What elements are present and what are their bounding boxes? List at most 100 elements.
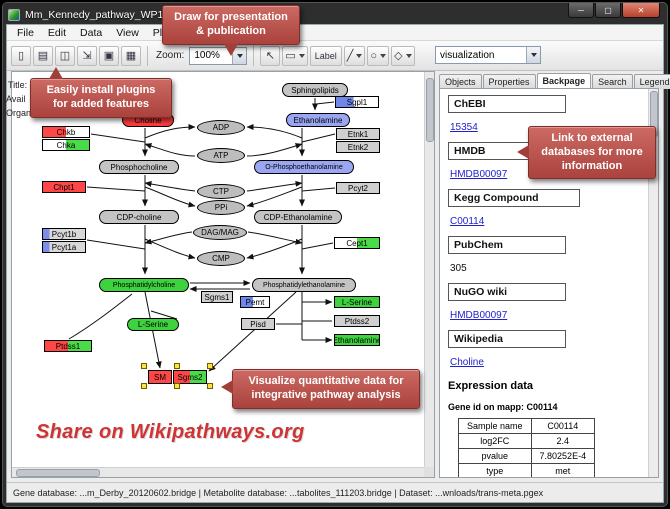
node-phosphatidylethanolamine[interactable]: Phosphatidylethanolamine — [252, 278, 356, 292]
node-pisd[interactable]: Pisd — [241, 318, 275, 330]
menu-data[interactable]: Data — [80, 26, 103, 39]
backpage-value-hmdb[interactable]: HMDB00097 — [450, 169, 508, 180]
node-l-serine[interactable]: L-Serine — [127, 318, 179, 331]
node-ethanolamine[interactable]: Ethanolamine — [286, 113, 350, 127]
node-sm[interactable]: SM — [148, 370, 172, 384]
tab-objects[interactable]: Objects — [439, 74, 482, 89]
node-chka[interactable]: Chka — [42, 139, 90, 151]
node-cept1[interactable]: Cept1 — [334, 237, 380, 249]
scrollbar-thumb[interactable] — [16, 469, 100, 477]
backpage-header-kegg-compound: Kegg Compound — [448, 189, 580, 207]
node-atp[interactable]: ATP — [197, 148, 245, 163]
tab-legend[interactable]: Legend — [633, 74, 670, 89]
tab-search[interactable]: Search — [592, 74, 633, 89]
node-pcyt2[interactable]: Pcyt2 — [336, 182, 380, 194]
node-etnk2[interactable]: Etnk2 — [336, 141, 380, 153]
backpage-header-nugo-wiki: NuGO wiki — [448, 283, 566, 301]
new-file-button[interactable]: ▯ — [11, 45, 31, 66]
scrollbar-thumb[interactable] — [426, 78, 434, 142]
expression-data-heading: Expression data — [448, 380, 533, 392]
node-cdp-choline[interactable]: CDP-choline — [99, 210, 179, 224]
node-pcyt1b[interactable]: Pcyt1b — [42, 228, 86, 240]
node-etnk1[interactable]: Etnk1 — [336, 128, 380, 140]
table-cell: type — [458, 463, 532, 477]
node-ethanolamine[interactable]: Ethanolamine — [334, 334, 380, 346]
canvas-horizontal-scrollbar[interactable] — [12, 467, 424, 477]
window-controls: ─▢✕ — [567, 3, 660, 18]
select-tool-button[interactable]: ↖ — [260, 45, 281, 66]
node-o-phosphoethanolamine[interactable]: O-Phosphoethanolamine — [254, 160, 354, 174]
node-ppi[interactable]: PPi — [197, 200, 245, 215]
file-button-group: ▯▤◫⇲▣▦ — [11, 45, 141, 66]
zoom-combobox[interactable]: 100% — [189, 46, 248, 65]
menu-edit[interactable]: Edit — [47, 26, 67, 39]
canvas-vertical-scrollbar[interactable] — [424, 72, 434, 467]
node-cdp-ethanolamine[interactable]: CDP-Ethanolamine — [254, 210, 342, 224]
selection-handle[interactable] — [141, 383, 147, 389]
node-sgms1[interactable]: Sgms1 — [201, 291, 233, 303]
chevron-down-icon[interactable] — [526, 47, 540, 63]
chevron-down-icon — [380, 53, 387, 58]
info-organism-label: Organ — [6, 108, 32, 118]
title-bar[interactable]: Mm_Kennedy_pathway_WP1771_45176.gpml ─▢✕ — [8, 3, 662, 24]
callout-link-text: Link to external databases for more info… — [541, 132, 643, 172]
node-phosphocholine[interactable]: Phosphocholine — [99, 160, 179, 174]
node-cmp[interactable]: CMP — [197, 251, 245, 266]
shape-tool-button[interactable]: ○ — [367, 45, 390, 66]
node-ptdss2[interactable]: Ptdss2 — [334, 315, 380, 327]
selection-handle[interactable] — [141, 363, 147, 369]
close-button[interactable]: ✕ — [622, 3, 660, 18]
menu-view[interactable]: View — [116, 26, 139, 39]
node-chkb[interactable]: Chkb — [42, 126, 90, 138]
status-bar: Gene database: ...m_Derby_20120602.bridg… — [7, 482, 663, 502]
node-chpt1[interactable]: Chpt1 — [42, 181, 86, 193]
minimize-button[interactable]: ─ — [568, 3, 594, 18]
table-cell: 7.80252E-4 — [530, 448, 596, 464]
selection-handle[interactable] — [174, 363, 180, 369]
node-dag-mag[interactable]: DAG/MAG — [193, 225, 247, 240]
node-sgpl1[interactable]: Sgpl1 — [335, 96, 379, 108]
datanode-tool-button[interactable]: ▭ — [282, 45, 308, 66]
node-pcyt1a[interactable]: Pcyt1a — [42, 241, 86, 253]
backpage-value-nugo-wiki[interactable]: HMDB00097 — [450, 310, 508, 321]
maximize-button[interactable]: ▢ — [595, 3, 621, 18]
backpage-value-chebi[interactable]: 15354 — [450, 122, 478, 133]
node-sphingolipids[interactable]: Sphingolipids — [282, 83, 348, 97]
node-ctp[interactable]: CTP — [197, 184, 245, 199]
copy-button[interactable]: ▣ — [99, 45, 119, 66]
tab-properties[interactable]: Properties — [482, 74, 536, 89]
template-tool-button[interactable]: ◇ — [391, 45, 415, 66]
line-tool-button[interactable]: ╱ — [343, 45, 366, 66]
chevron-down-icon — [356, 53, 363, 58]
info-title-label: Title: — [8, 80, 28, 90]
node-pemt[interactable]: Pemt — [240, 296, 270, 308]
node-l-serine[interactable]: L-Serine — [334, 296, 380, 308]
visualization-combobox[interactable]: visualization — [435, 46, 541, 64]
save-file-button[interactable]: ◫ — [55, 45, 75, 66]
selection-handle[interactable] — [174, 383, 180, 389]
label-tool-button[interactable]: Label — [309, 45, 342, 66]
backpage-value-wikipedia[interactable]: Choline — [450, 357, 484, 368]
tab-backpage[interactable]: Backpage — [536, 73, 592, 89]
menu-file[interactable]: File — [17, 26, 34, 39]
node-sgms2[interactable]: Sgms2 — [173, 370, 207, 384]
selection-handle[interactable] — [207, 383, 213, 389]
export-button[interactable]: ⇲ — [77, 45, 97, 66]
backpage-value-kegg-compound[interactable]: C00114 — [450, 216, 485, 227]
selection-handle[interactable] — [207, 363, 213, 369]
open-file-button[interactable]: ▤ — [33, 45, 53, 66]
node-adp[interactable]: ADP — [197, 120, 245, 135]
node-phosphatidylcholine[interactable]: Phosphatidylcholine — [99, 278, 189, 292]
chevron-down-icon — [405, 53, 412, 58]
paste-button[interactable]: ▦ — [121, 45, 141, 66]
node-ptdss1[interactable]: Ptdss1 — [44, 340, 92, 352]
callout-plugins: Easily install plugins for added feature… — [30, 67, 172, 118]
